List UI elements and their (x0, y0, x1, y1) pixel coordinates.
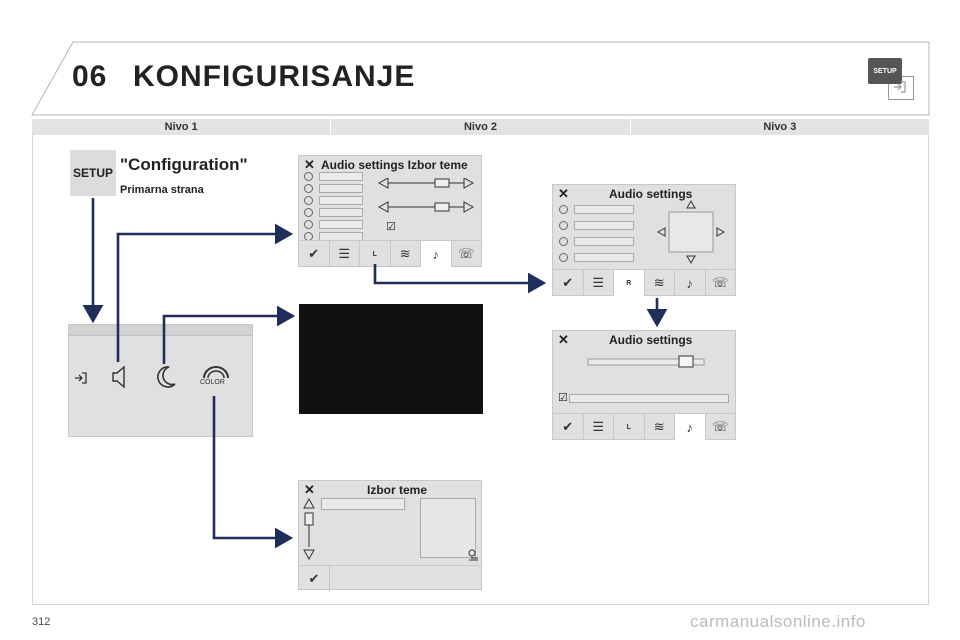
music-note-icon[interactable]: ♪ (675, 414, 706, 440)
slider-controls[interactable] (377, 178, 475, 214)
list-field[interactable] (319, 220, 363, 229)
radio-button[interactable] (559, 221, 568, 230)
arrow-speaker-to-audio (116, 223, 294, 362)
audio-settings-screen-b: ✕ Audio settings ☑ ✔ ☰ L ≋ ♪ ☏ (552, 330, 736, 440)
audio-toolbar: ✔ ☰ L ≋ ♪ ☏ (299, 240, 481, 267)
enter-icon[interactable] (74, 371, 88, 385)
level-1-label: Nivo 1 (32, 119, 332, 135)
dark-screen (299, 304, 483, 414)
diagram-frame (32, 135, 929, 605)
voice-icon[interactable]: ☏ (712, 275, 729, 290)
list-field[interactable] (319, 196, 363, 205)
checkbox-icon[interactable]: ☑ (386, 221, 396, 233)
music-note-icon[interactable]: ♪ (421, 241, 452, 267)
list-field[interactable] (319, 208, 363, 217)
radio-button[interactable] (304, 196, 313, 205)
radio-button[interactable] (304, 208, 313, 217)
watermark: carmanualsonline.info (690, 612, 866, 631)
chapter-number: 06 (72, 60, 108, 93)
sound-waves-icon[interactable]: ≋ (645, 414, 675, 440)
arrow-color-to-theme (212, 396, 294, 549)
close-icon[interactable]: ✕ (304, 482, 315, 497)
sound-waves-icon[interactable]: ≋ (645, 270, 675, 296)
arrow-moon-to-dark (162, 305, 296, 364)
close-icon[interactable]: ✕ (304, 157, 315, 172)
theme-field[interactable] (321, 498, 405, 510)
list-field[interactable] (574, 205, 634, 214)
checkbox-icon[interactable]: ☑ (558, 392, 568, 404)
list-field[interactable] (319, 184, 363, 193)
equalizer-icon[interactable]: ☰ (584, 270, 614, 296)
balance-icon[interactable]: L (360, 241, 391, 267)
audio-settings-theme-screen: ✕ Audio settings Izbor teme ☑ ✔ ☰ L ≋ ♪ … (298, 155, 482, 267)
setup-badge: SETUP (868, 58, 902, 84)
confirm-icon[interactable]: ✔ (553, 270, 584, 296)
config-main-screen: COLOR (68, 324, 253, 437)
radio-button[interactable] (559, 237, 568, 246)
setup-key[interactable]: SETUP (70, 150, 116, 196)
radio-button[interactable] (559, 205, 568, 214)
moon-icon[interactable] (155, 365, 177, 389)
screen-title: Izbor teme (367, 483, 428, 497)
level-slider[interactable] (587, 355, 707, 369)
color-icon[interactable] (201, 365, 231, 379)
music-note-icon[interactable]: ♪ (675, 270, 706, 296)
levels-bar: Nivo 1 Nivo 2 Nivo 3 (32, 119, 929, 135)
radio-button[interactable] (304, 172, 313, 181)
scroll-control[interactable] (303, 498, 315, 560)
balance-icon[interactable]: L (614, 414, 645, 440)
chapter-title: KONFIGURISANJE (133, 60, 416, 93)
color-label: COLOR (200, 379, 225, 386)
sound-waves-icon[interactable]: ≋ (391, 241, 421, 267)
chapter-header-band (31, 41, 930, 116)
config-title: "Configuration" (120, 155, 248, 174)
confirm-icon[interactable]: ✔ (553, 414, 584, 440)
close-icon[interactable]: ✕ (558, 186, 569, 201)
audio-toolbar: ✔ ☰ L ≋ ♪ ☏ (553, 413, 735, 440)
confirm-icon[interactable]: ✔ (299, 241, 330, 267)
equalizer-icon[interactable]: ☰ (584, 414, 614, 440)
radio-button[interactable] (304, 220, 313, 229)
list-field[interactable] (574, 237, 634, 246)
list-field[interactable] (319, 172, 363, 181)
list-field[interactable] (574, 253, 634, 262)
theme-toolbar: ✔ (299, 565, 481, 592)
screen-title: Audio settings (609, 187, 693, 201)
theme-preview (420, 498, 476, 558)
level-2-label: Nivo 2 (331, 119, 631, 135)
voice-icon[interactable]: ☏ (458, 246, 475, 261)
screen-title: Audio settings (609, 333, 693, 347)
balance-pad[interactable] (655, 199, 727, 265)
arrow-balance-to-level3 (373, 264, 547, 294)
voice-icon[interactable]: ☏ (712, 419, 729, 434)
list-field[interactable] (574, 221, 634, 230)
theme-selection-screen: ✕ Izbor teme ✔ (298, 480, 482, 592)
page-number: 312 (32, 616, 51, 628)
audio-settings-screen-a: ✕ Audio settings ✔ ☰ R ≋ ♪ ☏ (552, 184, 736, 296)
screen-title: Audio settings Izbor teme (321, 158, 468, 172)
radio-button[interactable] (559, 253, 568, 262)
audio-toolbar: ✔ ☰ R ≋ ♪ ☏ (553, 269, 735, 296)
radio-list (559, 205, 634, 262)
radio-button[interactable] (304, 184, 313, 193)
equalizer-icon[interactable]: ☰ (330, 241, 360, 267)
level-3-label: Nivo 3 (763, 121, 797, 133)
confirm-icon[interactable]: ✔ (299, 566, 330, 592)
option-field[interactable] (569, 394, 729, 403)
balance-icon[interactable]: R (614, 270, 645, 296)
enter-icon (894, 81, 906, 93)
config-subtitle: Primarna strana (120, 184, 204, 196)
theme-icon (468, 549, 478, 561)
speaker-icon[interactable] (111, 365, 127, 389)
close-icon[interactable]: ✕ (558, 332, 569, 347)
